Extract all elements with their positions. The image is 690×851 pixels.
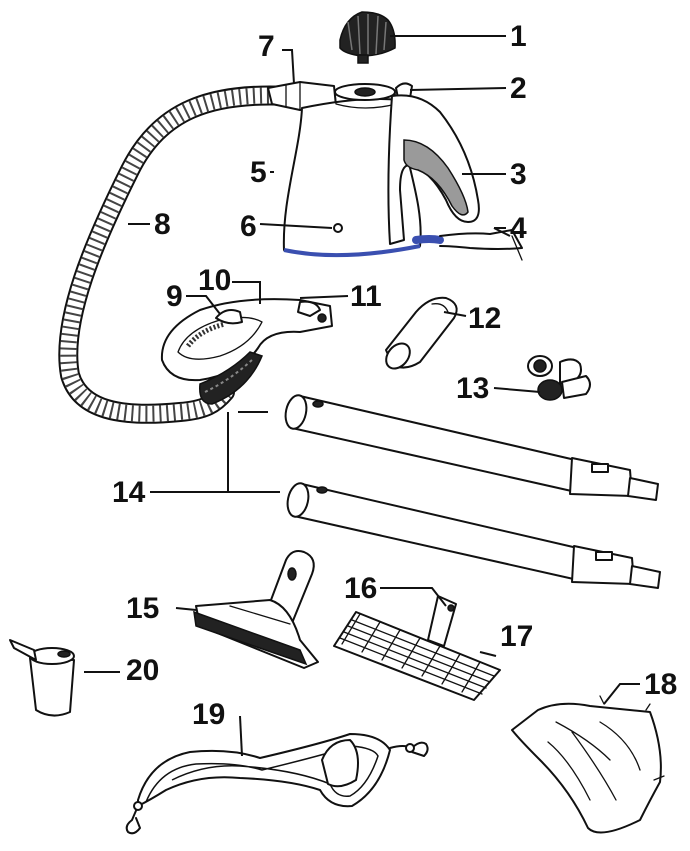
part-measuring-cup (9, 639, 75, 717)
part-label-8: 8 (154, 208, 171, 241)
part-main-body (282, 83, 422, 258)
part-label-2: 2 (510, 72, 527, 105)
part-label-1: 1 (510, 20, 527, 53)
part-safety-cap (339, 11, 396, 64)
part-number-labels: 1 2 3 4 5 6 7 8 9 10 11 12 13 14 15 16 1… (112, 20, 677, 731)
part-label-10: 10 (198, 264, 231, 297)
part-extension-tubes (284, 394, 661, 589)
part-floor-tool (333, 595, 501, 701)
part-label-17: 17 (500, 620, 533, 653)
part-label-11: 11 (350, 280, 382, 313)
part-angle-nozzle (385, 296, 458, 370)
part-label-16: 16 (344, 572, 377, 605)
part-steam-hose (58, 85, 300, 424)
part-label-18: 18 (644, 668, 677, 701)
part-label-12: 12 (468, 302, 501, 335)
part-shoulder-strap (125, 732, 429, 835)
part-label-9: 9 (166, 280, 183, 313)
part-round-brushes (527, 355, 591, 401)
part-window-squeegee (193, 550, 319, 669)
part-label-5: 5 (250, 156, 267, 189)
part-label-4: 4 (510, 212, 527, 245)
part-label-6: 6 (240, 210, 257, 243)
part-label-3: 3 (510, 158, 527, 191)
part-power-cord (412, 229, 523, 261)
part-label-19: 19 (192, 698, 225, 731)
part-label-14: 14 (112, 476, 146, 509)
part-handle (387, 94, 480, 245)
part-label-15: 15 (126, 592, 159, 625)
part-cleaning-cloth (511, 695, 665, 834)
part-label-13: 13 (456, 372, 489, 405)
leader-lines (84, 35, 640, 757)
part-label-20: 20 (126, 654, 159, 687)
part-label-7: 7 (258, 30, 275, 63)
part-trigger-handle (160, 298, 333, 405)
